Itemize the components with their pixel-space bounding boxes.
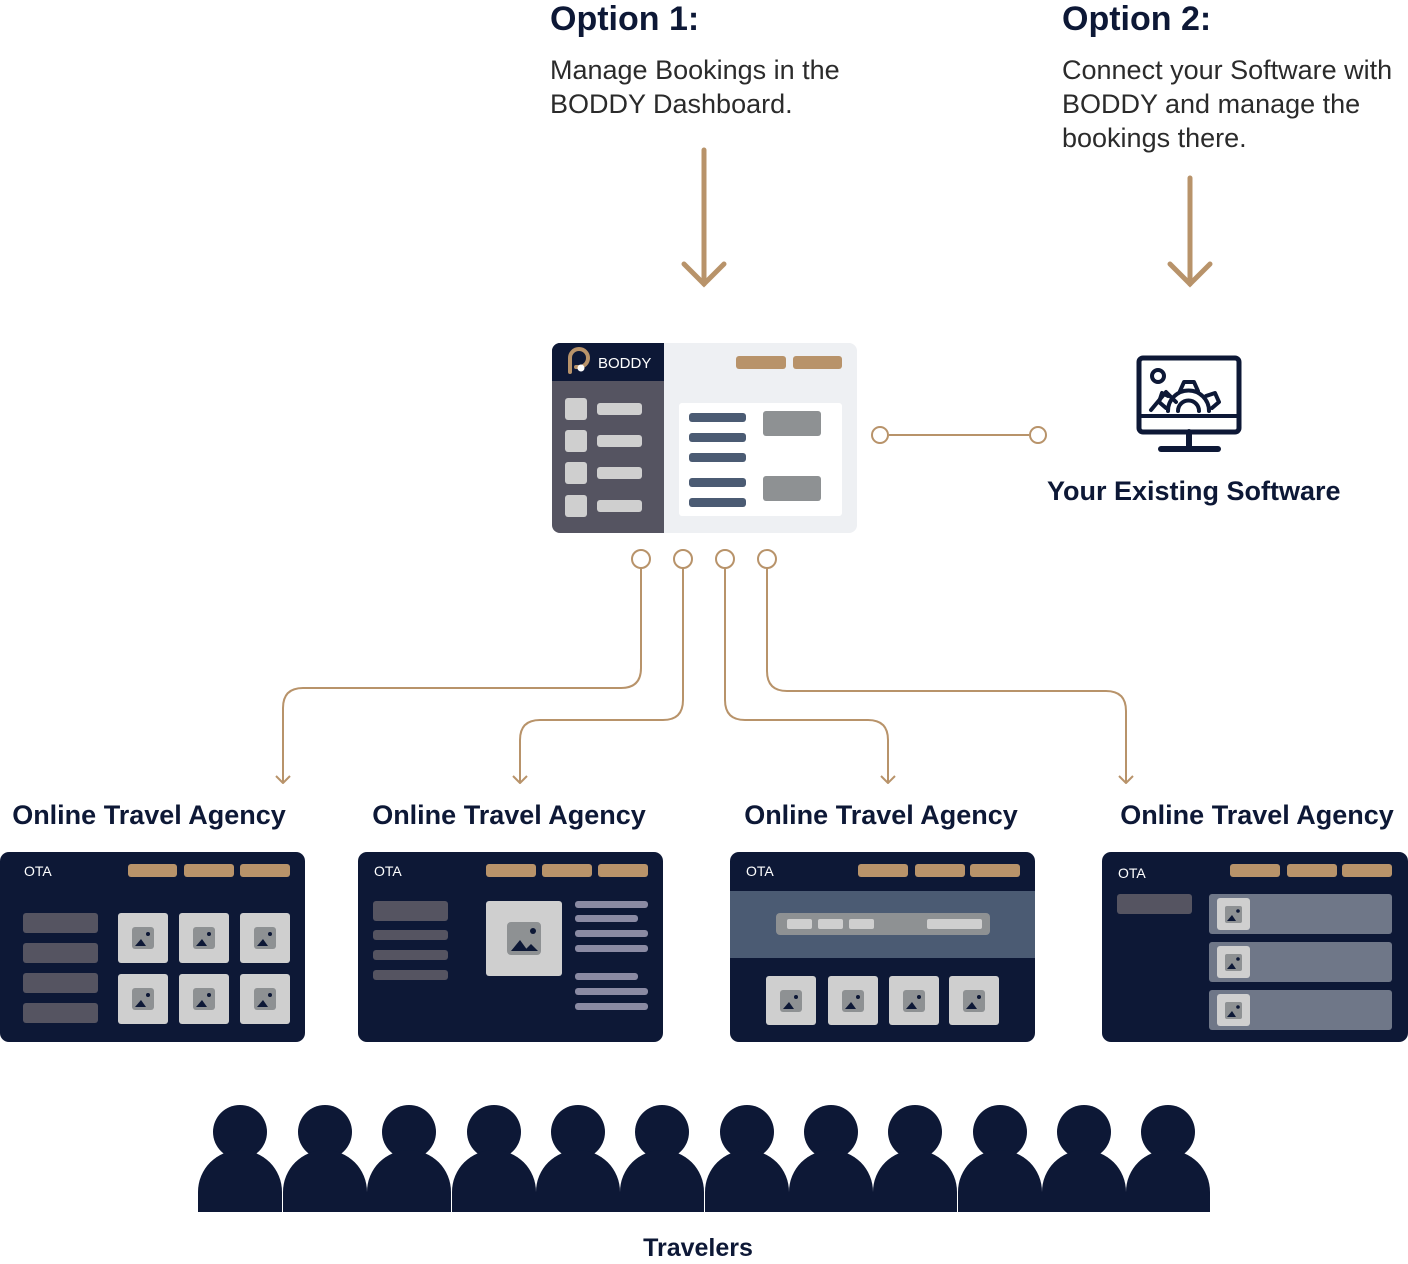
ota-card-4: OTA <box>1102 852 1408 1042</box>
ota-tag: OTA <box>24 863 52 879</box>
option-1-description: Manage Bookings in the BODDY Dashboard. <box>550 55 840 119</box>
ota-tag: OTA <box>1118 865 1146 881</box>
image-icon <box>240 974 290 1024</box>
person-icon <box>1042 1105 1126 1212</box>
ota-tag: OTA <box>374 863 402 879</box>
person-icon <box>367 1105 451 1212</box>
option-2-title: Option 2: <box>1062 0 1212 38</box>
ota-label-2: Online Travel Agency <box>372 800 646 830</box>
option-1-title: Option 1: <box>550 0 700 38</box>
option-2-arrow <box>1167 175 1213 288</box>
image-icon <box>486 901 562 976</box>
boddy-logo-icon <box>568 347 590 374</box>
image-thumbnails <box>766 976 999 1025</box>
image-icon <box>949 976 999 1025</box>
image-icon <box>118 913 168 963</box>
person-icon <box>958 1105 1042 1212</box>
boddy-brand-label: BODDY <box>598 355 651 372</box>
option-2-description: Connect your Software with BODDY and man… <box>1062 55 1393 153</box>
image-icon <box>828 976 878 1025</box>
person-icon <box>705 1105 789 1212</box>
monitor-gear-icon <box>1136 355 1242 452</box>
ota-card-1: OTA <box>0 852 305 1042</box>
image-icon <box>179 913 229 963</box>
ota-label-1: Online Travel Agency <box>12 800 286 830</box>
ota-label-3: Online Travel Agency <box>744 800 1018 830</box>
image-icon <box>766 976 816 1025</box>
ota-connector-nodes <box>631 549 777 569</box>
image-icon <box>1217 994 1250 1026</box>
image-thumbnails <box>118 913 290 1024</box>
person-icon <box>873 1105 957 1212</box>
person-icon <box>198 1105 282 1212</box>
existing-software-label: Your Existing Software <box>1047 476 1341 506</box>
image-icon <box>889 976 939 1025</box>
ota-tag: OTA <box>746 863 774 879</box>
software-connector <box>871 426 1047 444</box>
person-icon <box>620 1105 704 1212</box>
image-icon <box>179 974 229 1024</box>
ota-connector-lines <box>275 568 1134 784</box>
image-icon <box>240 913 290 963</box>
ota-card-2: OTA <box>358 852 663 1042</box>
boddy-dashboard: BODDY <box>552 343 857 533</box>
ota-card-3: OTA <box>730 852 1035 1042</box>
ota-label-4: Online Travel Agency <box>1120 800 1394 830</box>
travelers-group <box>198 1105 1210 1212</box>
option-1-arrow <box>681 147 727 288</box>
travelers-label: Travelers <box>643 1234 753 1262</box>
image-icon <box>118 974 168 1024</box>
person-icon <box>789 1105 873 1212</box>
person-icon <box>536 1105 620 1212</box>
person-icon <box>1126 1105 1210 1212</box>
person-icon <box>452 1105 536 1212</box>
image-icon <box>1217 946 1250 978</box>
image-icon <box>1217 898 1250 930</box>
person-icon <box>283 1105 367 1212</box>
